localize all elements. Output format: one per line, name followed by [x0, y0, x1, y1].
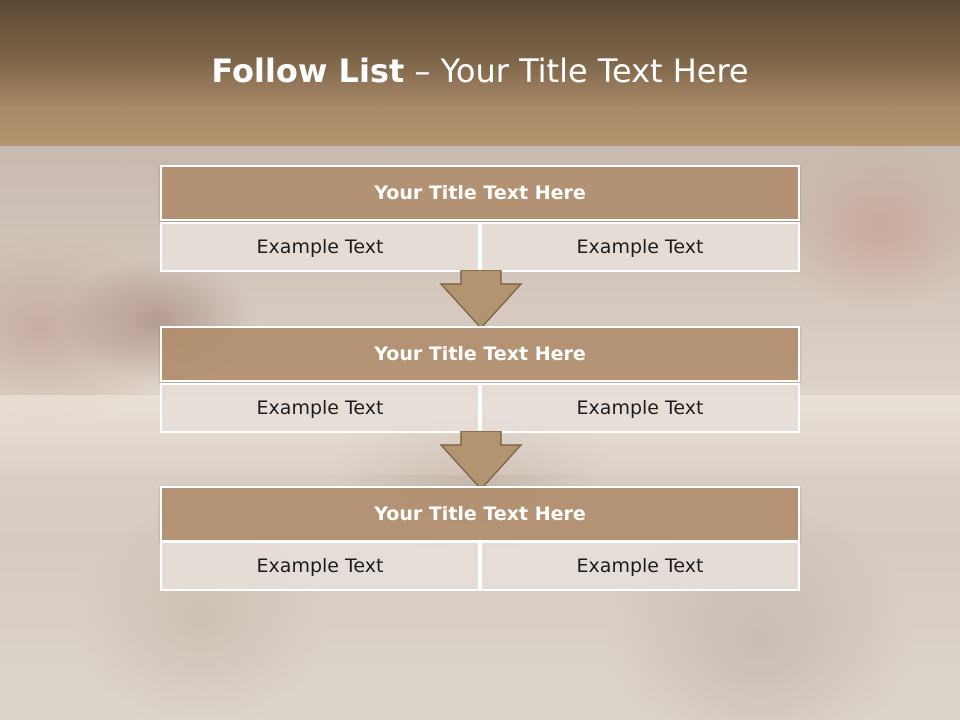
list-title-1: Your Title Text Here — [160, 165, 800, 221]
list-item-3-left: Example Text — [160, 541, 480, 591]
title-bar: Follow List – Your Title Text Here — [0, 0, 960, 146]
list-item-2-left: Example Text — [160, 383, 480, 433]
slide-title: Follow List – Your Title Text Here — [0, 52, 960, 90]
list-item-1-left: Example Text — [160, 222, 480, 272]
slide-title-rest: – Your Title Text Here — [404, 52, 749, 90]
down-arrow-icon — [439, 431, 523, 491]
list-item-3-right: Example Text — [480, 541, 800, 591]
list-item-2-right: Example Text — [480, 383, 800, 433]
down-arrow-icon — [439, 270, 523, 330]
slide-title-bold: Follow List — [211, 52, 405, 90]
list-title-3: Your Title Text Here — [160, 486, 800, 542]
list-item-1-right: Example Text — [480, 222, 800, 272]
list-title-2: Your Title Text Here — [160, 326, 800, 382]
